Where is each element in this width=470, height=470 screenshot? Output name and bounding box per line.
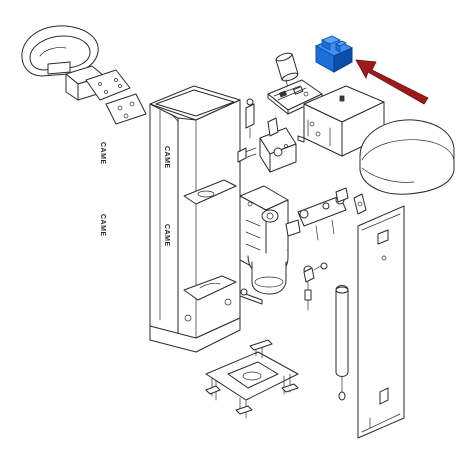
column-brand-upper: CAME	[163, 146, 170, 169]
release-bolt	[239, 288, 263, 305]
limit-switch-assembly	[237, 98, 297, 173]
foundation-plate	[205, 339, 299, 419]
column-brand-lower: CAME	[163, 224, 170, 247]
blue-electronic-component[interactable]	[314, 35, 354, 73]
barrier-column-housing: CAME CAME	[149, 85, 241, 353]
balancing-spring	[335, 285, 349, 401]
mounting-plate-square	[85, 69, 131, 101]
mounting-plate-lower	[105, 93, 147, 125]
gearmotor	[239, 185, 301, 295]
electronics-enclosure	[297, 85, 385, 157]
top-cover-dome	[359, 119, 455, 195]
capacitor-cylinder	[275, 52, 299, 89]
tie-rod	[303, 262, 328, 311]
brand-label-group: CAME CAME	[99, 142, 106, 237]
cable-holder-part	[21, 25, 99, 77]
front-door-panel	[357, 205, 405, 439]
pointer-arrow-icon	[355, 59, 429, 105]
spring-bracket	[297, 187, 367, 241]
brand-label-1: CAME	[99, 142, 106, 165]
brand-label-2: CAME	[99, 214, 106, 237]
